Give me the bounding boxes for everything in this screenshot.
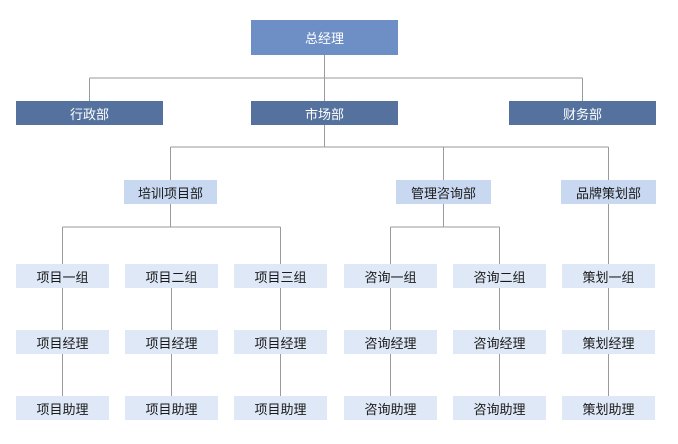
node-dept-market: 市场部	[251, 101, 398, 125]
node-division-consulting: 管理咨询部	[396, 180, 491, 204]
node-dept-finance: 财务部	[509, 101, 656, 125]
node-assistant-project-3: 项目助理	[234, 396, 327, 420]
node-group-project-2: 项目二组	[125, 264, 218, 288]
node-division-training: 培训项目部	[124, 180, 217, 204]
node-manager-project-3: 项目经理	[234, 330, 327, 354]
node-assistant-consult-2: 咨询助理	[453, 396, 546, 420]
node-assistant-plan-1: 策划助理	[562, 396, 655, 420]
node-root: 总经理	[251, 20, 398, 55]
node-group-project-1: 项目一组	[16, 264, 109, 288]
node-group-consult-2: 咨询二组	[453, 264, 546, 288]
node-dept-admin: 行政部	[16, 101, 163, 125]
node-group-project-3: 项目三组	[234, 264, 327, 288]
node-manager-consult-2: 咨询经理	[453, 330, 546, 354]
node-assistant-project-2: 项目助理	[125, 396, 218, 420]
node-manager-project-2: 项目经理	[125, 330, 218, 354]
node-manager-project-1: 项目经理	[16, 330, 109, 354]
node-assistant-project-1: 项目助理	[16, 396, 109, 420]
node-group-plan-1: 策划一组	[562, 264, 655, 288]
node-manager-plan-1: 策划经理	[562, 330, 655, 354]
node-group-consult-1: 咨询一组	[344, 264, 437, 288]
node-division-branding: 品牌策划部	[561, 180, 656, 204]
node-assistant-consult-1: 咨询助理	[344, 396, 437, 420]
node-manager-consult-1: 咨询经理	[344, 330, 437, 354]
